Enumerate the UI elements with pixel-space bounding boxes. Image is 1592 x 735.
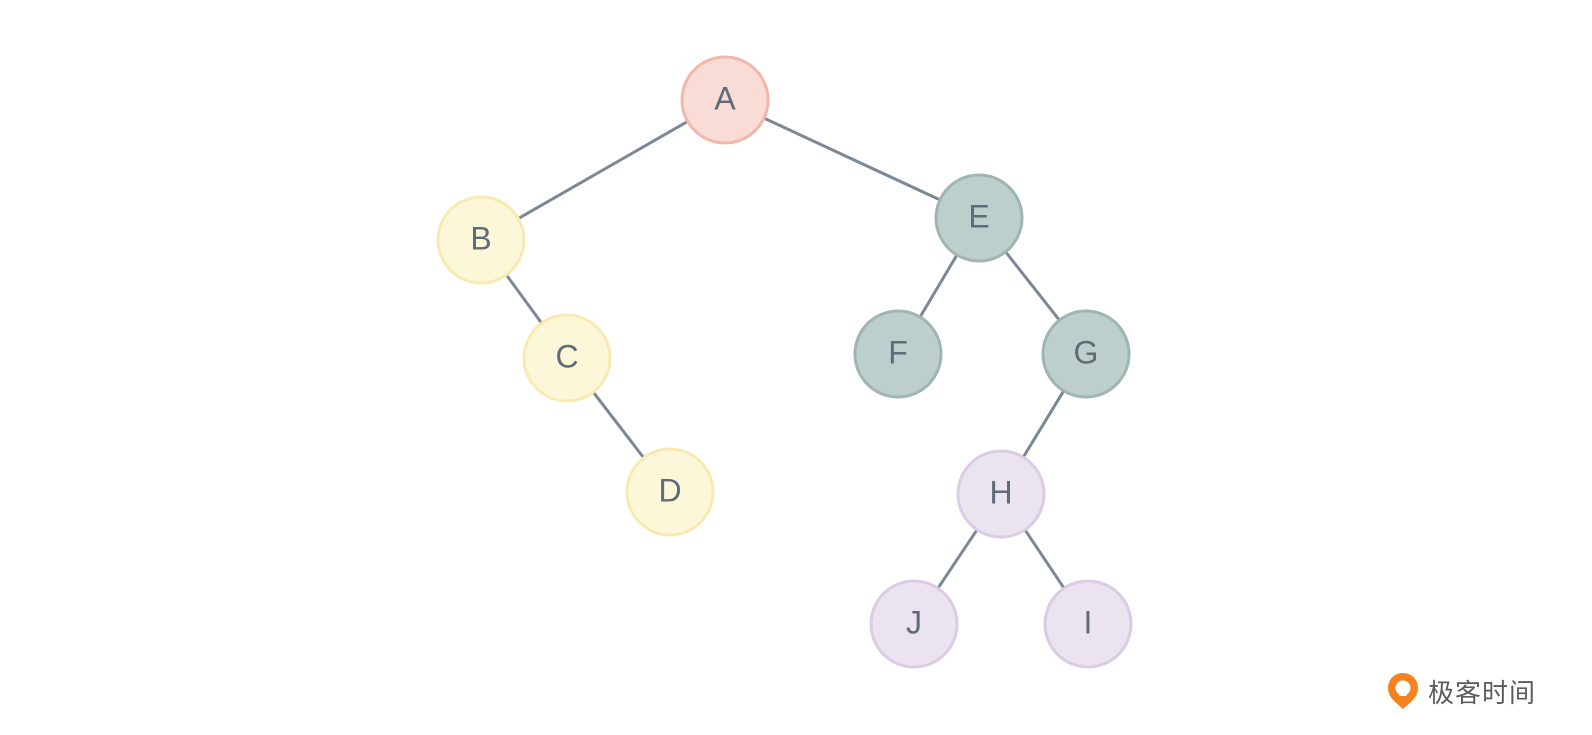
edge-e-g <box>1004 250 1061 322</box>
tree-node-c: C <box>522 313 612 403</box>
node-circle-e <box>934 173 1024 263</box>
node-circle-g <box>1041 309 1131 399</box>
node-label-b: B <box>470 220 491 256</box>
tree-node-h: H <box>956 449 1046 539</box>
node-label-e: E <box>968 198 989 234</box>
node-label-j: J <box>906 604 922 640</box>
node-circle-a <box>680 55 770 145</box>
node-circle-h <box>956 449 1046 539</box>
node-label-h: H <box>989 474 1012 510</box>
tree-node-g: G <box>1041 309 1131 399</box>
edge-e-f <box>918 253 959 319</box>
tree-node-e: E <box>934 173 1024 263</box>
node-label-f: F <box>888 334 908 370</box>
node-circle-i <box>1043 579 1133 669</box>
edges-layer <box>504 116 1066 590</box>
node-label-g: G <box>1074 334 1099 370</box>
node-circle-d <box>625 447 715 537</box>
node-label-i: I <box>1084 604 1093 640</box>
tree-node-d: D <box>625 447 715 537</box>
edge-h-i <box>1023 528 1066 590</box>
watermark: 极客时间 <box>1386 671 1536 711</box>
node-circle-c <box>522 313 612 403</box>
watermark-text: 极客时间 <box>1427 678 1536 709</box>
node-circle-f <box>853 309 943 399</box>
tree-node-a: A <box>680 55 770 145</box>
node-label-d: D <box>658 472 681 508</box>
edge-c-d <box>591 390 646 460</box>
nodes-layer: A B C D E F G H J I <box>436 55 1133 669</box>
node-circle-j <box>869 579 959 669</box>
tree-node-b: B <box>436 195 526 285</box>
tree-node-j: J <box>869 579 959 669</box>
tree-node-f: F <box>853 309 943 399</box>
edge-a-e <box>762 116 942 202</box>
edge-g-h <box>1021 389 1066 459</box>
node-label-a: A <box>714 80 736 116</box>
node-label-c: C <box>555 338 578 374</box>
edge-a-b <box>516 119 690 221</box>
node-circle-b <box>436 195 526 285</box>
edge-h-j <box>936 528 979 590</box>
geektime-logo-icon <box>1387 673 1418 709</box>
tree-node-i: I <box>1043 579 1133 669</box>
edge-b-c <box>504 273 544 325</box>
